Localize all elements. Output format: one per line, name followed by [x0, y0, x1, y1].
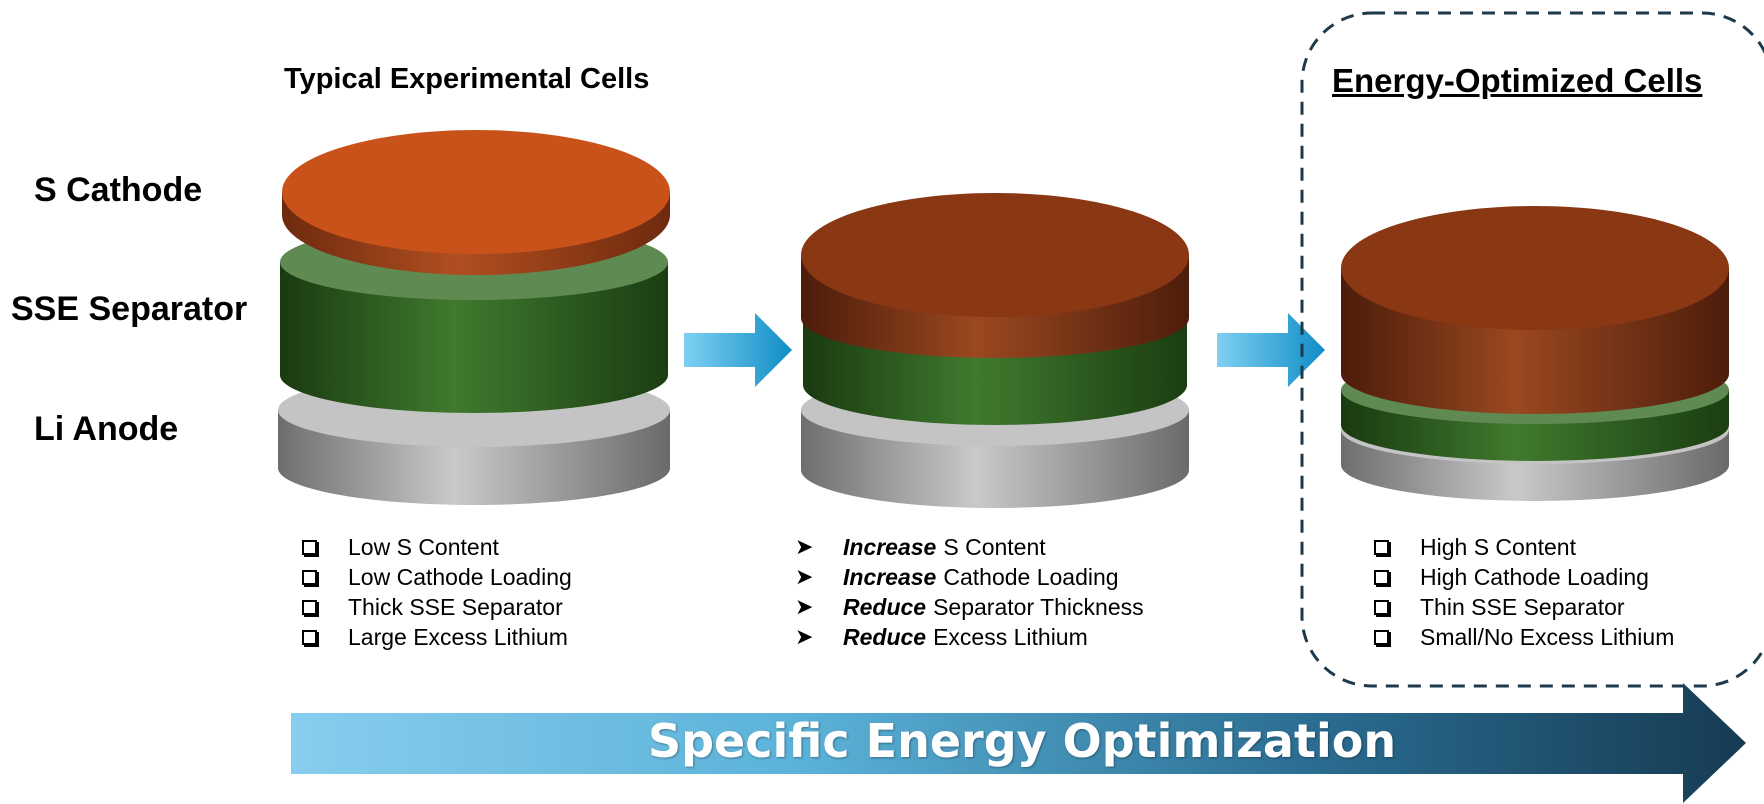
checkbox-icon — [1374, 599, 1389, 615]
cathode-label: S Cathode — [34, 171, 203, 209]
list-item: Small/No Excess Lithium — [1372, 622, 1674, 652]
anode-label: Li Anode — [34, 410, 179, 448]
arrow-bullet-icon: ➤ — [795, 624, 814, 649]
arrow-bullet-icon: ➤ — [795, 534, 814, 559]
list-item: High Cathode Loading — [1372, 562, 1674, 592]
optimized-highlight-box — [1300, 11, 1764, 688]
optimized-cell — [1341, 206, 1729, 501]
typical-properties-list: Low S Content Low Cathode Loading Thick … — [300, 532, 572, 652]
intermediate-cell — [801, 193, 1189, 508]
typical-cells-title: Typical Experimental Cells — [284, 63, 650, 95]
optimized-cathode-layer — [1341, 206, 1729, 414]
list-item: Thick SSE Separator — [300, 592, 572, 622]
list-item: Low Cathode Loading — [300, 562, 572, 592]
arrow-bullet-icon: ➤ — [795, 594, 814, 619]
checkbox-icon — [302, 599, 317, 615]
list-item: High S Content — [1372, 532, 1674, 562]
banner-label: Specific Energy Optimization — [648, 714, 1397, 768]
process-arrow-1 — [684, 313, 792, 387]
optimized-cells-title: Energy-Optimized Cells — [1332, 62, 1703, 99]
checkbox-icon — [1374, 539, 1389, 555]
optimized-properties-list: High S Content High Cathode Loading Thin… — [1372, 532, 1674, 652]
optimization-banner-arrow — [291, 683, 1746, 803]
list-item: Thin SSE Separator — [1372, 592, 1674, 622]
intermediate-cathode-layer — [801, 193, 1189, 358]
arrow-bullet-icon: ➤ — [795, 564, 814, 589]
checkbox-icon — [1374, 569, 1389, 585]
typical-cathode-layer — [282, 130, 670, 275]
checkbox-icon — [302, 569, 317, 585]
checkbox-icon — [302, 629, 317, 645]
list-item: Low S Content — [300, 532, 572, 562]
checkbox-icon — [1374, 629, 1389, 645]
checkbox-icon — [302, 539, 317, 555]
list-item: Large Excess Lithium — [300, 622, 572, 652]
typical-cell — [278, 130, 670, 505]
process-arrow-2 — [1217, 313, 1325, 387]
separator-label: SSE Separator — [11, 290, 248, 328]
